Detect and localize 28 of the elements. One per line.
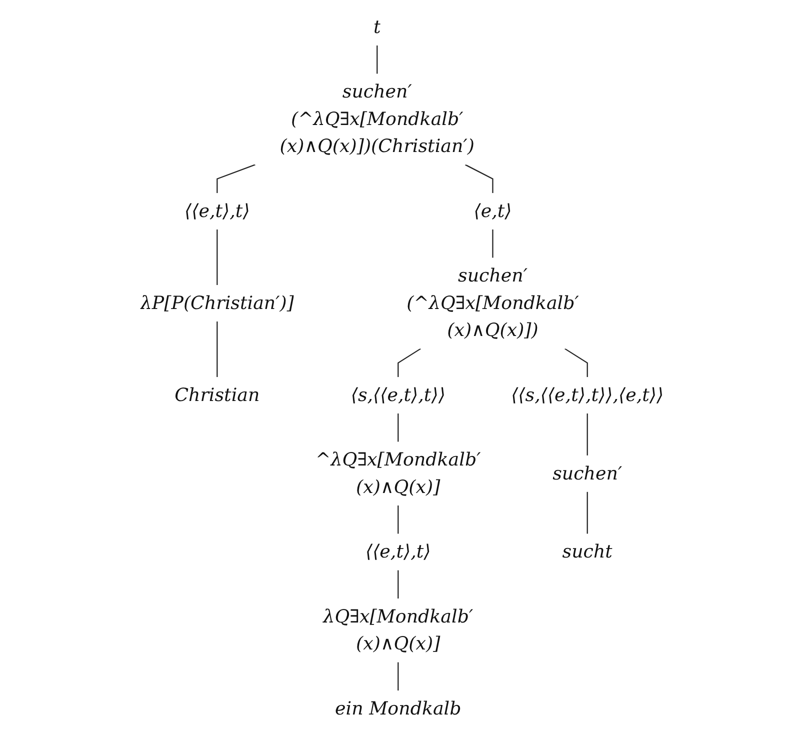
connector xyxy=(398,413,399,442)
node-text: ⟨e,t⟩ xyxy=(474,200,512,222)
connector xyxy=(398,662,399,691)
node-text: sucht xyxy=(562,540,612,562)
connector xyxy=(376,45,378,74)
connector xyxy=(398,505,399,534)
node-text: t xyxy=(373,16,381,38)
connector xyxy=(586,413,588,456)
connector xyxy=(216,229,218,286)
connector xyxy=(216,164,256,194)
node-text: ein Mondkalb xyxy=(335,697,462,719)
connector xyxy=(586,492,588,534)
connector xyxy=(464,164,494,194)
connector xyxy=(216,321,218,378)
connector xyxy=(492,229,494,258)
node-text: ⟨⟨e,t⟩,t⟩ xyxy=(365,540,431,562)
node-text: ⟨s,⟨⟨e,t⟩,t⟩⟩ xyxy=(350,384,446,406)
connector xyxy=(398,348,421,378)
connector xyxy=(398,570,399,599)
node-text: Christian xyxy=(174,384,260,406)
node-text: ^λQ∃x[Mondkalb′(x)∧Q(x)] xyxy=(316,448,481,498)
node-text: λQ∃x[Mondkalb′(x)∧Q(x)] xyxy=(323,605,474,654)
node-text: suchen′(^λQ∃x[Mondkalb′(x)∧Q(x)])(Christian′) xyxy=(280,80,474,157)
node-text: ⟨⟨e,t⟩,t⟩ xyxy=(184,200,250,222)
node-text: suchen′ xyxy=(552,462,622,484)
connector xyxy=(564,348,588,378)
node-text: ⟨⟨s,⟨⟨e,t⟩,t⟩⟩,⟨e,t⟩⟩ xyxy=(511,384,664,406)
node-text: suchen′(^λQ∃x[Mondkalb′(x)∧Q(x)]) xyxy=(406,264,579,341)
